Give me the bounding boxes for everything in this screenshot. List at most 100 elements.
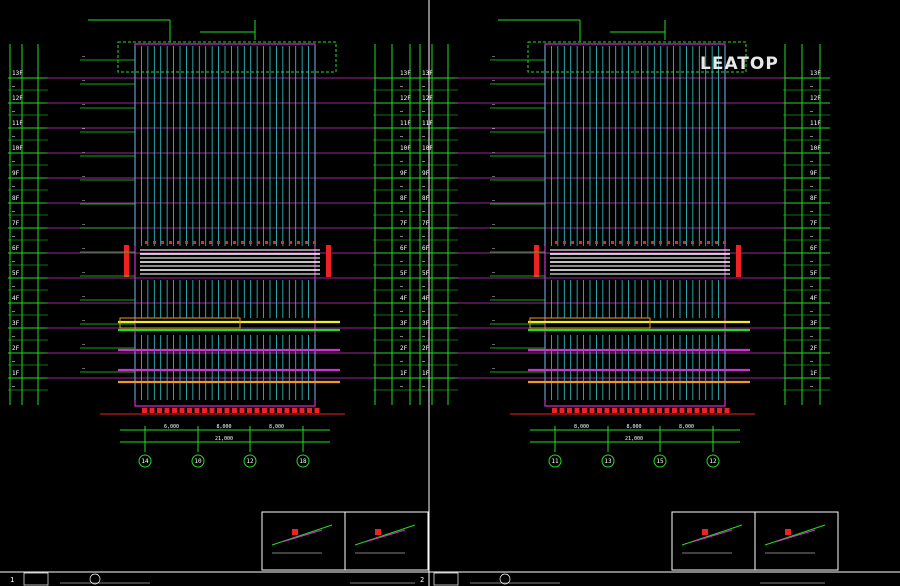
annotation-text: —	[82, 54, 86, 60]
level-elevation-text: …	[810, 158, 813, 164]
axis-bubble-label: 12	[246, 458, 254, 465]
annotation-text: —	[82, 174, 86, 180]
annotation-text: —	[492, 150, 496, 156]
ground-hatch	[582, 408, 587, 413]
band-marker	[563, 241, 566, 244]
floor-label: 2F	[422, 345, 430, 352]
floor-label: 1F	[12, 370, 20, 377]
ground-hatch	[172, 408, 177, 413]
ground-hatch	[627, 408, 632, 413]
band-marker	[265, 241, 268, 244]
level-elevation-text: …	[810, 383, 813, 389]
sheet-index: 2	[420, 576, 424, 584]
annotation-text: —	[492, 222, 496, 228]
roof-parapet-outline	[527, 41, 747, 73]
level-elevation-text: …	[400, 183, 403, 189]
floor-label: 3F	[400, 320, 408, 327]
floor-label: 11F	[422, 120, 433, 127]
ground-hatch	[702, 408, 707, 413]
annotation-text: —	[492, 198, 496, 204]
level-elevation-text: …	[422, 258, 425, 264]
level-elevation-text: …	[400, 258, 403, 264]
ground-hatch	[574, 408, 580, 413]
level-elevation-text: …	[12, 208, 15, 214]
floor-label: 5F	[810, 270, 818, 277]
level-elevation-text: …	[810, 333, 813, 339]
floor-label: 10F	[400, 145, 411, 152]
ground-hatch	[612, 408, 617, 413]
axis-bubble	[243, 454, 257, 468]
level-elevation-text: …	[400, 358, 403, 364]
ground-hatch	[194, 408, 200, 413]
axis-bubble	[138, 454, 152, 468]
ground-hatch	[567, 408, 572, 413]
ground-hatch	[664, 408, 670, 413]
level-elevation-text: …	[12, 108, 15, 114]
floor-label: 3F	[810, 320, 818, 327]
level-elevation-text: …	[12, 158, 15, 164]
level-elevation-text: …	[422, 283, 425, 289]
annotation-text: —	[492, 342, 496, 348]
band-marker	[715, 241, 718, 244]
floor-label: 8F	[12, 195, 20, 202]
floor-label: 8F	[400, 195, 408, 202]
level-elevation-text: …	[12, 283, 15, 289]
level-elevation-text: …	[12, 83, 15, 89]
floor-label: 6F	[12, 245, 20, 252]
band-marker	[595, 241, 598, 244]
annotation-text: —	[492, 318, 496, 324]
band-marker	[289, 241, 292, 244]
floor-label: 1F	[400, 370, 408, 377]
level-elevation-text: …	[422, 333, 425, 339]
level-elevation-text: …	[12, 308, 15, 314]
ground-hatch	[254, 408, 260, 413]
floor-label: 9F	[400, 170, 408, 177]
ground-hatch	[202, 408, 207, 413]
floor-label: 10F	[422, 145, 433, 152]
floor-label: 5F	[12, 270, 20, 277]
floor-label: 3F	[422, 320, 430, 327]
level-elevation-text: …	[422, 233, 425, 239]
annotation-text: —	[82, 222, 86, 228]
level-elevation-text: …	[810, 108, 813, 114]
floor-label: 10F	[810, 145, 821, 152]
annotation-text: —	[82, 102, 86, 108]
ground-hatch	[634, 408, 640, 413]
level-elevation-text: …	[12, 383, 15, 389]
ground-hatch	[679, 408, 685, 413]
ground-hatch	[284, 408, 290, 413]
annotation-text: —	[492, 366, 496, 372]
band-marker	[699, 241, 702, 244]
ground-hatch	[277, 408, 282, 413]
floor-label: 7F	[12, 220, 20, 227]
ground-hatch	[642, 408, 647, 413]
level-elevation-text: …	[810, 133, 813, 139]
level-elevation-text: …	[422, 158, 425, 164]
title-cell	[433, 572, 459, 586]
ground-hatch	[247, 408, 252, 413]
annotation-text: —	[82, 294, 86, 300]
annotation-text: —	[492, 174, 496, 180]
level-elevation-text: …	[400, 383, 403, 389]
band-marker	[659, 241, 662, 244]
ground-hatch	[687, 408, 692, 413]
annotation-text: —	[492, 246, 496, 252]
annotation-text: —	[492, 78, 496, 84]
level-elevation-text: …	[810, 308, 813, 314]
level-elevation-text: …	[422, 83, 425, 89]
level-elevation-text: …	[422, 133, 425, 139]
ground-hatch	[657, 408, 662, 413]
level-elevation-text: …	[400, 133, 403, 139]
ground-hatch	[209, 408, 215, 413]
level-elevation-text: …	[422, 383, 425, 389]
level-elevation-text: …	[422, 358, 425, 364]
floor-label: 11F	[400, 120, 411, 127]
axis-bubble-label: 15	[656, 458, 664, 465]
annotation-text: —	[82, 150, 86, 156]
band-end-right	[326, 245, 331, 277]
floor-label: 9F	[12, 170, 20, 177]
title-bubble	[89, 573, 101, 585]
ground-hatch	[179, 408, 185, 413]
detail-mark	[375, 529, 381, 535]
floor-label: 2F	[810, 345, 818, 352]
